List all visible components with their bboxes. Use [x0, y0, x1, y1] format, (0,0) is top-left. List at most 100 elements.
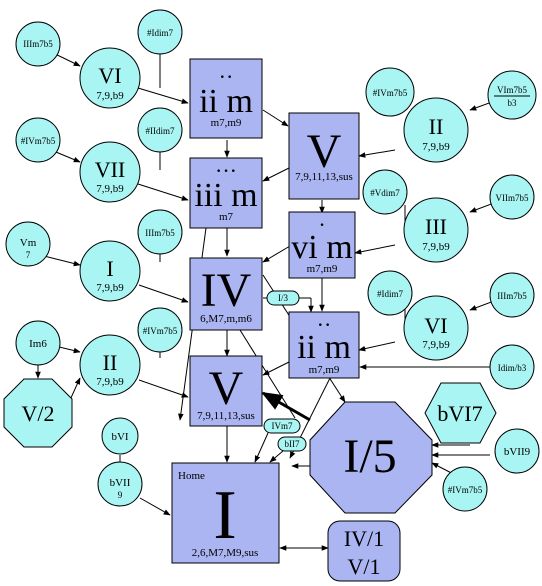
node-label: IV: [201, 264, 252, 317]
node-vi-right[interactable]: VI 7,9,b9: [403, 295, 469, 361]
arrow-i-to-iv: [138, 284, 189, 303]
node-ii-m2[interactable]: ·· ii m m7,m9: [288, 311, 360, 379]
arrow-i5-to-v: [261, 391, 311, 422]
node-vi-m[interactable]: · vi m m7,m9: [288, 211, 356, 279]
node-vi-top[interactable]: VI 7,9,b9: [79, 47, 141, 109]
node-label: VI: [98, 63, 121, 88]
node-label: IIIm7b5: [145, 228, 175, 238]
node-vii[interactable]: VII 7,9,b9: [79, 141, 141, 203]
node-sub: m7,m9: [309, 364, 340, 376]
node-sub: 7,9,11,13,sus: [197, 410, 255, 422]
node-label: vi m: [291, 229, 352, 266]
node-vm[interactable]: Vm 7: [5, 221, 51, 267]
node-iiim7b5-a[interactable]: IIIm7b5: [15, 21, 61, 67]
node-label: ii m: [199, 83, 253, 120]
arrow-iii-to-vim: [354, 244, 396, 255]
arrow-ii-to-v: [358, 149, 396, 158]
node-sub: 7,9,b9: [422, 141, 450, 153]
node-sub: 7,9,b9: [96, 90, 124, 102]
node-iv[interactable]: IV 6,M7,m,m6: [189, 257, 263, 331]
node-label: I/3: [278, 293, 288, 303]
node-iiim7b5-c[interactable]: IIIm7b5: [489, 272, 535, 318]
node-label: I: [213, 477, 236, 554]
node-sharp-vdim7[interactable]: #Vdim7: [362, 169, 408, 215]
node-sub: m7: [219, 211, 234, 223]
node-bvi[interactable]: bVI: [101, 417, 139, 455]
node-sub: m7,m9: [307, 263, 338, 275]
node-label: I: [106, 256, 113, 281]
node-sub: 7,9,11,13,sus: [295, 171, 353, 183]
node-i-left[interactable]: I 7,9,b9: [79, 240, 141, 302]
node-ii-m[interactable]: ·· ii m m7,m9: [189, 58, 263, 139]
node-viim7b5[interactable]: VIIm7b5: [489, 174, 535, 220]
node-label: IV/1: [344, 526, 384, 551]
node-sharp-idim7-a[interactable]: #Idim7: [137, 9, 183, 55]
node-v-main[interactable]: V 7,9,11,13,sus: [288, 112, 360, 200]
node-sub: 6,M7,m,m6: [200, 313, 252, 325]
node-i-3[interactable]: I/3: [266, 290, 300, 306]
node-sub: m7,m9: [211, 117, 242, 129]
node-label: #IVm7b5: [143, 326, 178, 336]
node-label: bVI: [111, 431, 128, 443]
node-label: ii m: [297, 329, 351, 366]
node-bvi7[interactable]: bVI7: [424, 382, 497, 444]
arrow-vim-to-iv: [262, 245, 291, 263]
node-bii7[interactable]: bII7: [277, 436, 307, 452]
node-im6[interactable]: Im6: [15, 320, 61, 366]
node-iii-m[interactable]: ··· iii m m7: [189, 157, 263, 229]
node-label: V/2: [22, 401, 55, 426]
dots: ···: [215, 158, 237, 183]
node-label: #Idim7: [377, 289, 403, 299]
node-label: III: [425, 214, 447, 239]
node-home[interactable]: Home I 2,6,M7,M9,sus: [171, 462, 280, 564]
arrow-vi-to-iim: [137, 87, 189, 104]
node-ii-right[interactable]: II 7,9,b9: [403, 97, 469, 163]
arrow-ivm7-to-home: [254, 432, 269, 463]
node-label: V: [209, 362, 244, 415]
arrow-v-to-iiim: [262, 167, 290, 182]
dots: ··: [317, 312, 332, 337]
node-iii-right[interactable]: III 7,9,b9: [403, 197, 469, 263]
node-sharp-ivm7b5-a[interactable]: #IVm7b5: [365, 67, 415, 117]
node-label: II: [429, 114, 444, 139]
node-v-lower[interactable]: V 7,9,11,13,sus: [189, 355, 263, 427]
dots: ·: [318, 212, 325, 237]
node-sharp-ivm7b5-c[interactable]: #IVm7b5: [137, 307, 183, 353]
node-vim7b5-b3[interactable]: VIm7b5 b3: [487, 70, 537, 120]
node-label: #Vdim7: [370, 188, 400, 198]
node-iv-1[interactable]: IV/1 V/1: [327, 520, 401, 582]
node-label: bII7: [285, 439, 300, 449]
node-ivm7[interactable]: IVm7: [263, 418, 301, 434]
node-sharp-idim7-b[interactable]: #Idim7: [367, 270, 413, 316]
node-label: V: [307, 125, 342, 178]
node-label: VII: [95, 157, 126, 182]
node-sharp-iidim7[interactable]: #IIdim7: [137, 107, 183, 153]
node-sub: 7,9,b9: [422, 339, 450, 351]
node-v-2[interactable]: V/2: [3, 378, 73, 448]
arrow-vm-to-i: [39, 254, 81, 267]
node-label: I/5: [343, 430, 396, 483]
node-label: VIm7b5: [497, 85, 527, 95]
node-sharp-ivm7b5-d[interactable]: #IVm7b5: [442, 466, 488, 512]
node-sub: 7,9,b9: [96, 376, 124, 388]
node-bvii9[interactable]: bVII9: [494, 428, 540, 474]
node-sub: 7,9,b9: [96, 183, 124, 195]
arrow-vi-to-iim2: [358, 341, 396, 352]
node-sub: 9: [118, 490, 123, 500]
node-label-2: b3: [508, 98, 518, 108]
node-label: bVII: [110, 477, 131, 489]
dots: ··: [219, 64, 234, 89]
node-label-2: V/1: [348, 554, 381, 579]
node-label: #Idim7: [147, 28, 173, 38]
node-ii-left[interactable]: II 7,9,b9: [79, 334, 141, 396]
node-idim-b3[interactable]: Idim/b3: [489, 344, 535, 390]
arrow-v2-to-ii: [69, 377, 81, 401]
node-i-5[interactable]: I/5: [309, 401, 433, 514]
node-iiim7b5-b[interactable]: IIIm7b5: [137, 209, 183, 255]
node-label: IIIm7b5: [23, 39, 53, 49]
node-label: IVm7: [272, 421, 293, 431]
node-label: Idim/b3: [498, 363, 527, 373]
node-bvii[interactable]: bVII 9: [97, 461, 143, 507]
node-sharp-ivm7b5-b[interactable]: #IVm7b5: [15, 117, 61, 163]
